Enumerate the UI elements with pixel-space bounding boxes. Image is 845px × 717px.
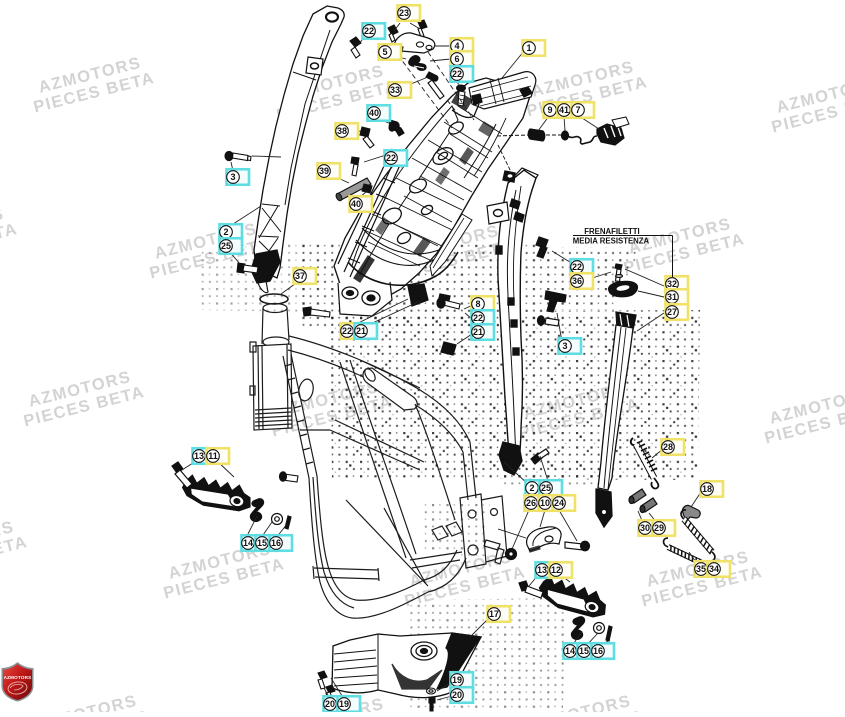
svg-text:39: 39: [319, 166, 329, 176]
svg-text:4: 4: [454, 41, 459, 51]
svg-text:40: 40: [351, 199, 361, 209]
svg-text:24: 24: [554, 498, 564, 508]
svg-text:15: 15: [579, 646, 589, 656]
svg-text:8: 8: [475, 299, 480, 309]
svg-text:27: 27: [667, 307, 677, 317]
svg-text:20: 20: [452, 690, 462, 700]
svg-text:12: 12: [551, 565, 561, 575]
svg-text:22: 22: [364, 26, 374, 36]
svg-text:11: 11: [208, 451, 218, 461]
svg-text:18: 18: [702, 484, 712, 494]
svg-text:2: 2: [529, 483, 534, 493]
svg-text:34: 34: [709, 564, 719, 574]
svg-text:29: 29: [654, 523, 664, 533]
svg-text:9: 9: [547, 105, 552, 115]
svg-text:FRENAFILETTI: FRENAFILETTI: [584, 227, 639, 236]
svg-text:25: 25: [541, 483, 551, 493]
svg-text:15: 15: [257, 538, 267, 548]
svg-text:41: 41: [559, 105, 569, 115]
svg-text:MEDIA RESISTENZA: MEDIA RESISTENZA: [573, 237, 650, 246]
svg-text:22: 22: [473, 313, 483, 323]
svg-text:5: 5: [382, 47, 387, 57]
svg-text:6: 6: [454, 54, 459, 64]
svg-text:22: 22: [572, 262, 582, 272]
svg-text:16: 16: [271, 538, 281, 548]
svg-text:2: 2: [223, 227, 228, 237]
svg-text:16: 16: [593, 646, 603, 656]
svg-text:1: 1: [526, 43, 531, 53]
svg-text:22: 22: [386, 153, 396, 163]
svg-text:20: 20: [325, 699, 335, 709]
svg-text:3: 3: [230, 172, 235, 182]
svg-text:38: 38: [337, 126, 347, 136]
svg-text:25: 25: [221, 241, 231, 251]
svg-text:23: 23: [399, 8, 409, 18]
svg-text:17: 17: [489, 609, 499, 619]
svg-text:AZMOTORS: AZMOTORS: [4, 675, 32, 680]
svg-text:7: 7: [575, 105, 580, 115]
svg-text:22: 22: [342, 326, 352, 336]
svg-text:28: 28: [663, 442, 673, 452]
svg-text:19: 19: [452, 675, 462, 685]
svg-text:40: 40: [369, 108, 379, 118]
svg-text:35: 35: [696, 564, 706, 574]
svg-text:36: 36: [572, 276, 582, 286]
svg-text:13: 13: [537, 565, 547, 575]
svg-text:31: 31: [667, 292, 677, 302]
svg-text:22: 22: [452, 69, 462, 79]
svg-text:14: 14: [565, 646, 575, 656]
svg-text:26: 26: [526, 498, 536, 508]
svg-text:13: 13: [194, 451, 204, 461]
svg-text:19: 19: [339, 699, 349, 709]
svg-text:10: 10: [540, 498, 550, 508]
svg-text:33: 33: [390, 85, 400, 95]
svg-text:21: 21: [356, 326, 366, 336]
svg-text:14: 14: [243, 538, 253, 548]
svg-text:37: 37: [295, 271, 305, 281]
svg-text:30: 30: [640, 523, 650, 533]
svg-text:32: 32: [667, 279, 677, 289]
svg-text:21: 21: [473, 327, 483, 337]
svg-text:3: 3: [562, 341, 567, 351]
